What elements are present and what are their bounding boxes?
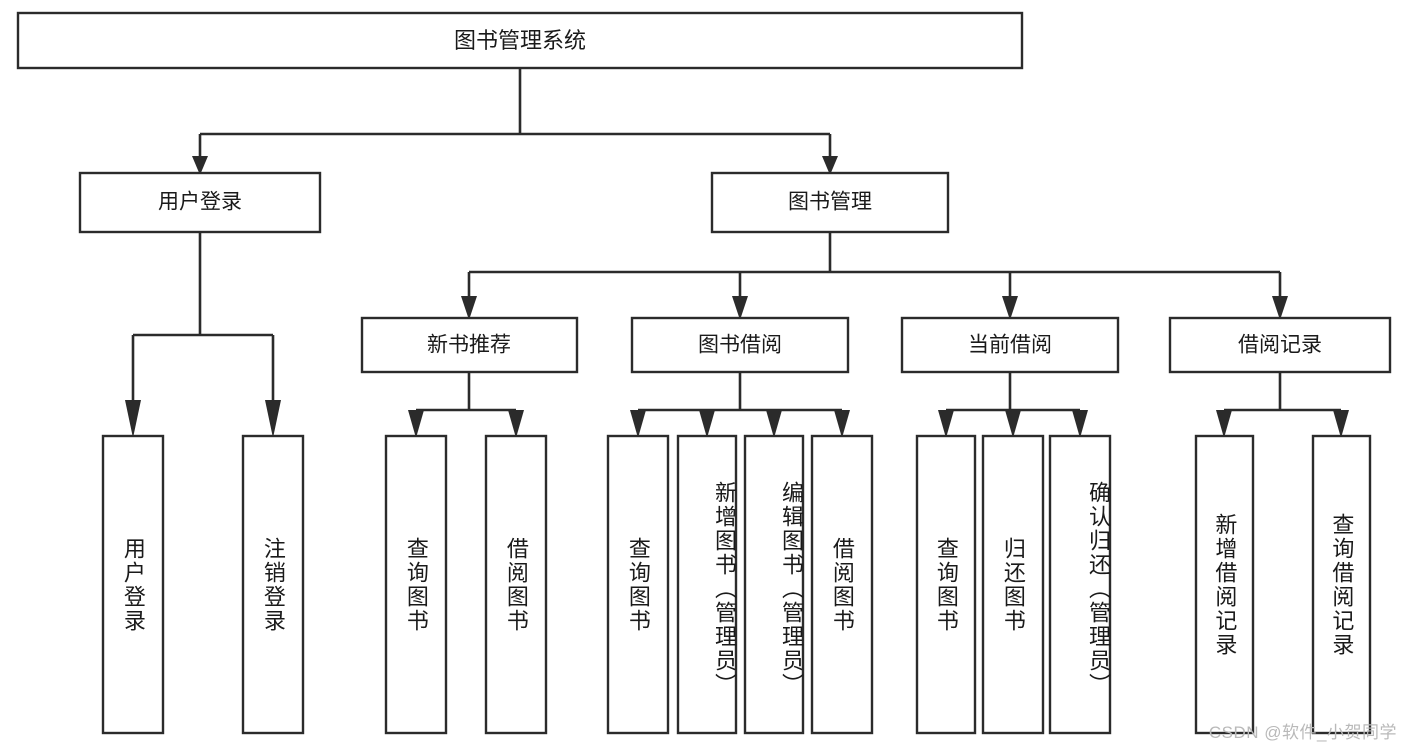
node-label-new-book-recommend: 新书推荐 — [427, 334, 511, 357]
node-label-book-management: 图书管理 — [788, 191, 872, 214]
arrow-head-borrow-record — [1272, 296, 1288, 320]
node-box-borrow-record[interactable] — [1168, 316, 1392, 374]
arrow-head-leaf-logout-login — [265, 400, 281, 438]
node-box-leaf-query-book-recommend[interactable] — [384, 434, 448, 735]
arrow-head-book-borrow — [732, 296, 748, 320]
node-label-book-borrow: 图书借阅 — [698, 334, 782, 357]
arrow-head-current-borrow — [1002, 296, 1018, 320]
arrow-head-leaf-query-borrow-record — [1333, 410, 1349, 438]
node-box-leaf-borrow-book[interactable] — [810, 434, 874, 735]
node-box-new-book-recommend[interactable] — [360, 316, 579, 374]
arrow-head-new-book-recommend — [461, 296, 477, 320]
arrow-head-leaf-add-borrow-record — [1216, 410, 1232, 438]
arrow-head-user-login — [192, 156, 208, 175]
arrow-head-leaf-edit-book-admin — [766, 410, 782, 438]
arrow-head-leaf-borrow-book-recommend — [508, 410, 524, 438]
connector-layer — [125, 68, 1349, 438]
node-box-root[interactable] — [16, 11, 1024, 70]
node-box-leaf-return-book[interactable] — [981, 434, 1045, 735]
node-box-user-login[interactable] — [78, 171, 322, 234]
arrow-head-book-management — [822, 156, 838, 175]
node-box-current-borrow[interactable] — [900, 316, 1120, 374]
node-box-leaf-borrow-book-recommend[interactable] — [484, 434, 548, 735]
node-label-user-login: 用户登录 — [158, 191, 242, 214]
node-layer: 图书管理系统 用户登录 图书管理 新书推荐 图书借阅 当前借阅 借阅记录 — [16, 11, 1392, 735]
node-box-book-management[interactable] — [710, 171, 950, 234]
arrow-head-leaf-query-book-recommend — [408, 410, 424, 438]
arrow-head-leaf-borrow-book — [834, 410, 850, 438]
node-box-leaf-query-borrow-record[interactable] — [1311, 434, 1372, 735]
arrow-head-leaf-confirm-return-admin — [1072, 410, 1088, 438]
arrow-head-leaf-query-book-borrow — [630, 410, 646, 438]
arrow-head-leaf-return-book — [1005, 410, 1021, 438]
node-box-leaf-add-book-admin[interactable] — [676, 434, 738, 735]
node-box-leaf-edit-book-admin[interactable] — [743, 434, 805, 735]
node-box-leaf-logout-login[interactable] — [241, 434, 305, 735]
node-label-root: 图书管理系统 — [454, 28, 586, 53]
node-box-leaf-add-borrow-record[interactable] — [1194, 434, 1255, 735]
node-box-leaf-query-book-current[interactable] — [915, 434, 977, 735]
arrow-head-leaf-add-book-admin — [699, 410, 715, 438]
node-box-leaf-query-book-borrow[interactable] — [606, 434, 670, 735]
node-label-current-borrow: 当前借阅 — [968, 334, 1052, 357]
node-label-borrow-record: 借阅记录 — [1238, 334, 1322, 357]
arrow-head-leaf-query-book-current — [938, 410, 954, 438]
node-box-leaf-confirm-return-admin[interactable] — [1048, 434, 1112, 735]
csdn-watermark: CSDN @软件_小贺同学 — [1208, 723, 1397, 742]
node-box-book-borrow[interactable] — [630, 316, 850, 374]
node-box-leaf-user-login[interactable] — [101, 434, 165, 735]
arrow-head-leaf-user-login — [125, 400, 141, 438]
